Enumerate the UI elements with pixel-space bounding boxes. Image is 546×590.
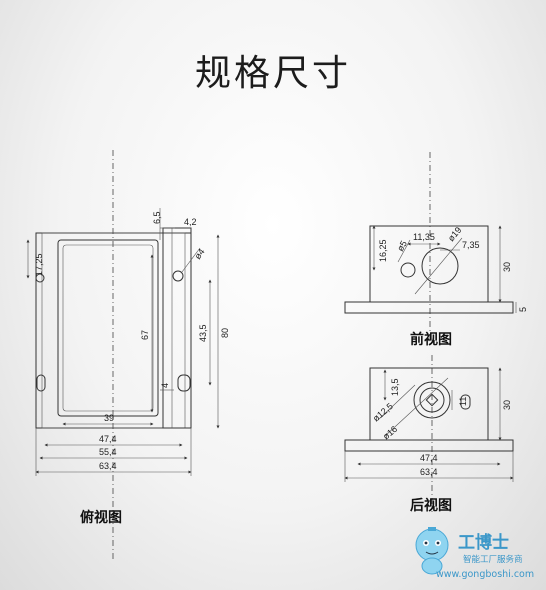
front-dim-o19: ø19 [446, 225, 464, 243]
top-view-label: 俯视图 [80, 509, 122, 526]
rear-dim-11: 11 [458, 397, 468, 406]
top-dim-47-4: 47,4 [99, 434, 117, 444]
front-view-bore [421, 247, 459, 285]
top-view: 6,5 4,2 17,25 ø4 67 43,5 80 4 39 47,4 55… [26, 150, 230, 560]
top-dim-6-5: 6,5 [152, 211, 162, 224]
front-view: 16,25 ø5 11,35 ø19 7,35 30 5 前视图 [344, 152, 528, 348]
rear-dim-o12-5-leader [377, 384, 416, 421]
top-view-window [57, 239, 159, 417]
top-dim-4: 4 [160, 383, 170, 388]
top-view-outer-plate [35, 232, 192, 429]
rear-dim-o12-5: ø12,5 [371, 401, 395, 423]
watermark-brand: 工博士 [458, 532, 509, 553]
top-view-hole-left [35, 273, 45, 283]
front-view-label: 前视图 [410, 331, 452, 348]
top-view-slot-left [36, 374, 46, 392]
front-dim-11-35: 11,35 [413, 232, 435, 242]
page-title: 规格尺寸 [194, 53, 351, 94]
top-view-hole-right [172, 270, 184, 282]
watermark-url: www.gongboshi.com [436, 569, 534, 580]
top-view-window-inner [62, 244, 154, 412]
front-dim-o19-leader [414, 237, 463, 295]
rear-view-label: 后视图 [410, 497, 452, 514]
rear-dim-o16-leader [384, 377, 449, 437]
rear-view-outer-bore [413, 381, 451, 419]
top-dim-4-2: 4,2 [184, 217, 197, 227]
front-dim-30: 30 [502, 262, 512, 272]
top-view-flange [41, 232, 186, 429]
top-view-slot-right [177, 374, 191, 392]
top-view-side-bracket [162, 227, 192, 429]
top-dim-17-25: 17,25 [34, 253, 44, 276]
top-dim-o4-leader [181, 247, 201, 273]
front-dim-7-35: 7,35 [462, 240, 480, 250]
rear-dim-30: 30 [502, 400, 512, 410]
front-dim-o5: ø5 [395, 239, 409, 253]
rear-view-shaft-flat [425, 393, 439, 407]
rear-view-inner-bore [419, 387, 445, 413]
rear-dim-13-5: 13,5 [390, 378, 400, 396]
top-dim-o4: ø4 [192, 247, 206, 261]
top-dim-63-4: 63,4 [99, 461, 117, 471]
front-view-base [344, 301, 514, 314]
rear-view-base [344, 439, 514, 452]
watermark: 工博士 智能工厂服务商 www.gongboshi.com [415, 527, 534, 580]
front-dim-5: 5 [518, 307, 528, 312]
top-dim-39: 39 [104, 413, 114, 423]
front-dim-16-25: 16,25 [378, 239, 388, 262]
rear-dim-o16: ø16 [381, 424, 399, 442]
top-dim-55-4: 55,4 [99, 447, 117, 457]
mascot-icon [415, 527, 449, 575]
rear-view: 13,5 ø12,5 ø16 11 30 47,4 63,4 后视图 [344, 355, 514, 514]
rear-dim-47-4: 47,4 [420, 453, 438, 463]
watermark-tagline: 智能工厂服务商 [463, 554, 523, 565]
front-view-small-hole [400, 262, 416, 278]
top-dim-80: 80 [220, 328, 230, 338]
rear-view-slot [460, 394, 471, 410]
rear-dim-63-4: 63,4 [420, 467, 438, 477]
top-dim-67: 67 [140, 330, 150, 340]
top-dim-43-5: 43,5 [198, 324, 208, 342]
